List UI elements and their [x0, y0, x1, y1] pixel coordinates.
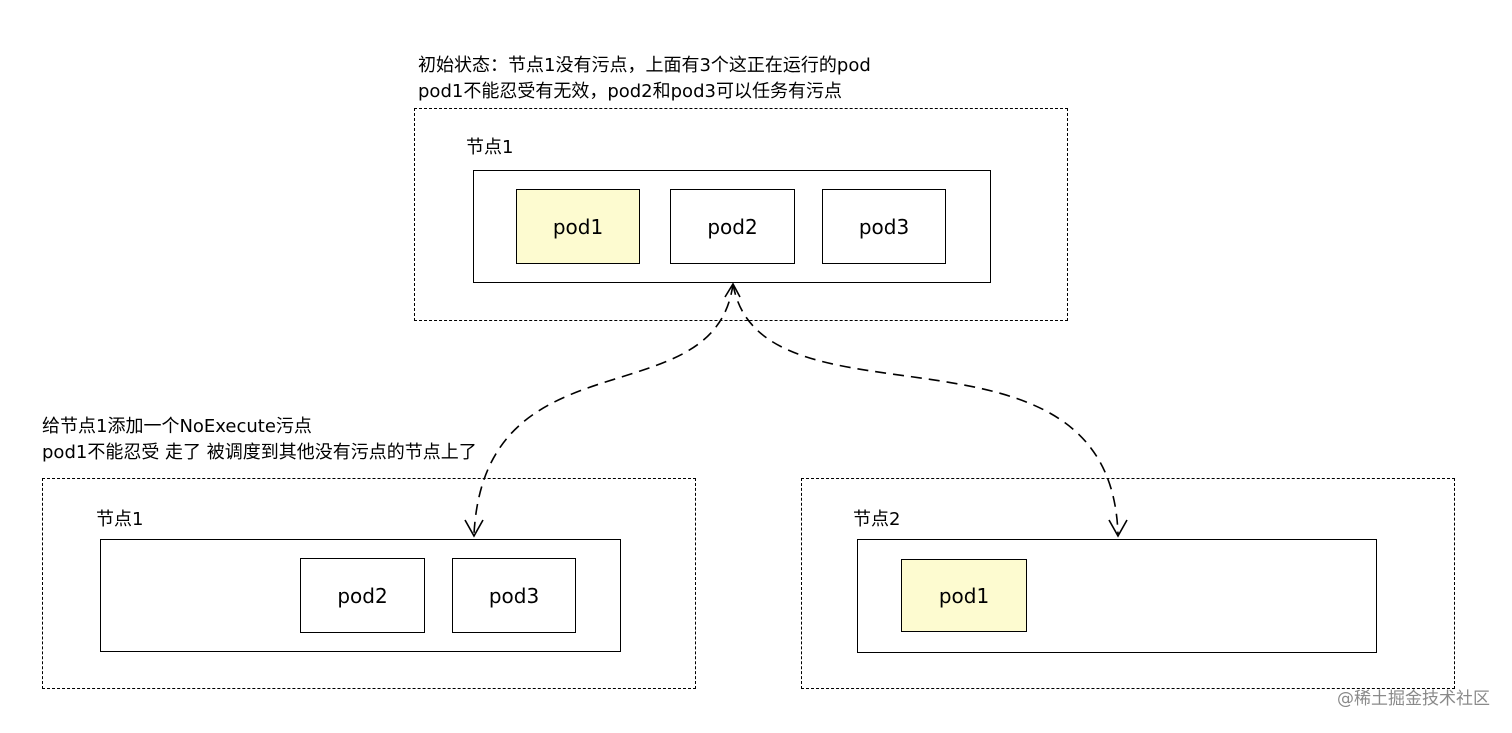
watermark-text: @稀土掘金技术社区 — [1337, 689, 1490, 709]
top-caption: 初始状态：节点1没有污点，上面有3个这正在运行的pod pod1不能忍受有无效，… — [418, 53, 871, 105]
bottom-right-group-dashed — [801, 478, 1455, 689]
top-caption-line1: 初始状态：节点1没有污点，上面有3个这正在运行的pod — [418, 55, 871, 76]
bottom-left-pod3[interactable]: pod3 — [452, 558, 576, 633]
bottom-left-node-label: 节点1 — [96, 509, 144, 530]
bottom-right-pod1[interactable]: pod1 — [901, 559, 1027, 632]
top-caption-line2: pod1不能忍受有无效，pod2和pod3可以任务有污点 — [418, 81, 842, 102]
bottom-left-caption-line1: 给节点1添加一个NoExecute污点 — [42, 416, 312, 437]
top-pod2[interactable]: pod2 — [670, 189, 795, 264]
top-node-label: 节点1 — [466, 137, 514, 158]
bottom-left-caption-line2: pod1不能忍受 走了 被调度到其他没有污点的节点上了 — [42, 442, 477, 463]
bottom-left-pod2[interactable]: pod2 — [300, 558, 425, 633]
bottom-left-group-dashed — [42, 478, 696, 689]
bottom-right-node-label: 节点2 — [853, 509, 901, 530]
top-pod1[interactable]: pod1 — [516, 189, 640, 264]
top-pod3[interactable]: pod3 — [822, 189, 946, 264]
bottom-left-caption: 给节点1添加一个NoExecute污点 pod1不能忍受 走了 被调度到其他没有… — [42, 414, 477, 466]
